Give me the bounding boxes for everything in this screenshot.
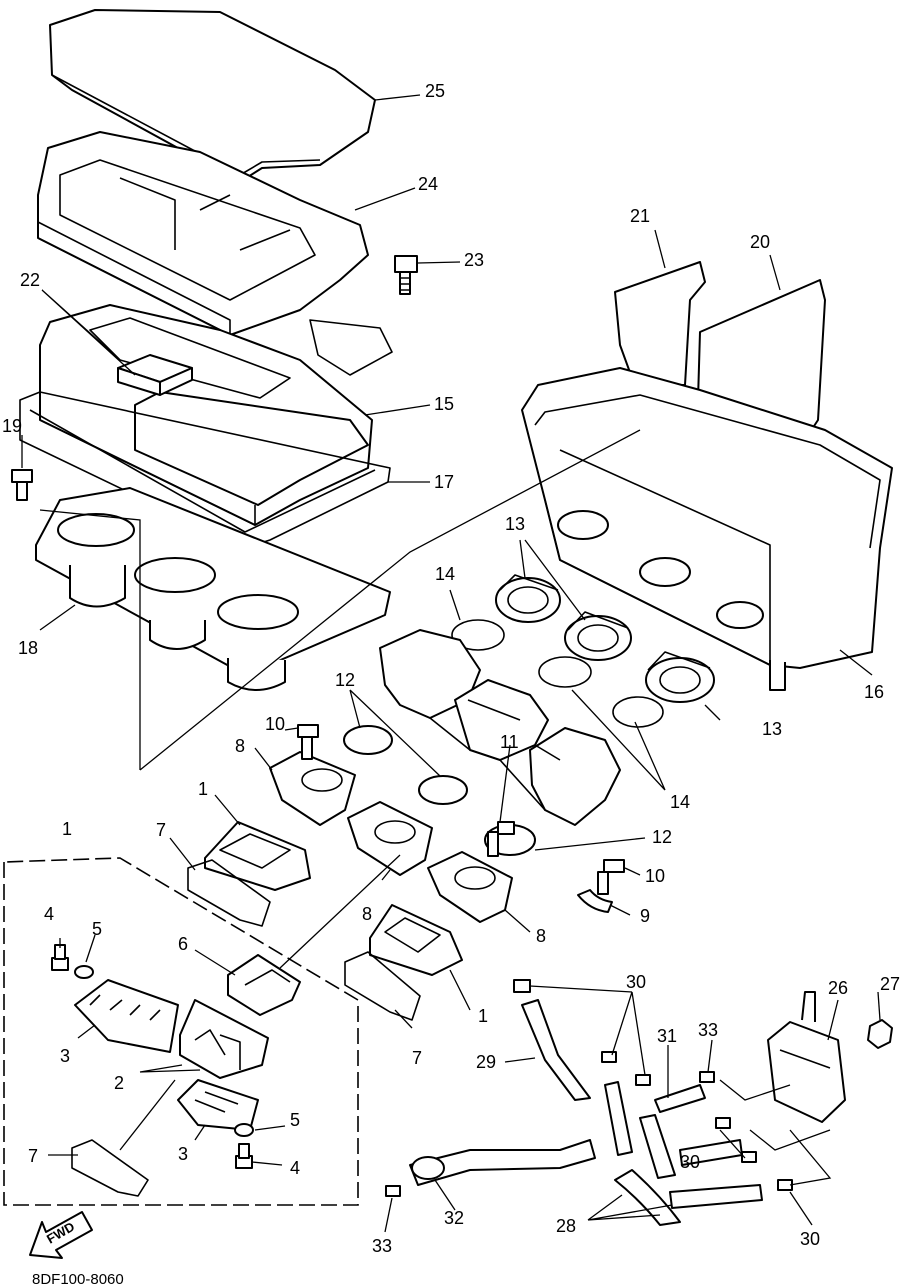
- part-28-hoses: [604, 1081, 763, 1226]
- callout-14-top: 14: [435, 564, 455, 584]
- part-33-clips: [385, 1071, 715, 1197]
- part-10-bolt-lower: [597, 859, 625, 895]
- callout-4-bottom: 4: [290, 1158, 300, 1178]
- callout-7-bottom: 7: [412, 1048, 422, 1068]
- callout-2: 2: [114, 1073, 124, 1093]
- callout-15: 15: [434, 394, 454, 414]
- callout-1-bottom: 1: [478, 1006, 488, 1026]
- carburetor-assembly: [379, 629, 621, 826]
- callout-5-bottom: 5: [290, 1110, 300, 1130]
- part-8-manifold-b: [347, 801, 433, 876]
- callout-13-top: 13: [505, 514, 525, 534]
- part-5-washer-upper: [74, 965, 94, 979]
- part-13-joint-a: [495, 574, 561, 623]
- callout-1-box: 1: [62, 819, 72, 839]
- part-24-filter-frame: [37, 131, 369, 336]
- part-25-cover: [49, 9, 376, 183]
- callout-26: 26: [828, 978, 848, 998]
- part-15-case-upper: [39, 304, 393, 526]
- part-2-reed-block: [179, 999, 269, 1079]
- subassembly-boundary: [3, 857, 359, 1206]
- part-17-gasket: [19, 391, 391, 549]
- callout-25: 25: [425, 81, 445, 101]
- part-31-hose: [654, 1084, 706, 1113]
- callout-7-box: 7: [28, 1146, 38, 1166]
- part-7-gasket-upper: [187, 859, 271, 927]
- callout-9: 9: [640, 906, 650, 926]
- part-4-screw-upper: [51, 944, 69, 971]
- callout-16: 16: [864, 682, 884, 702]
- callout-numbers: 25 24 23 22 21 20 15 17 19 18 16 13 13 1…: [2, 81, 900, 1256]
- callout-23: 23: [464, 250, 484, 270]
- callout-8-middle: 8: [362, 904, 372, 924]
- part-26-valve: [767, 991, 846, 1123]
- callout-3-top: 3: [60, 1046, 70, 1066]
- part-13-joint-c: [645, 651, 715, 703]
- forward-direction-arrow: FWD: [29, 1211, 93, 1259]
- part-29-hose: [521, 999, 591, 1101]
- callout-33-bottom: 33: [372, 1236, 392, 1256]
- callout-19: 19: [2, 416, 22, 436]
- part-8-manifold-c: [427, 851, 513, 923]
- callout-12-top: 12: [335, 670, 355, 690]
- callout-29: 29: [476, 1052, 496, 1072]
- part-19-screw: [11, 469, 33, 501]
- callout-21: 21: [630, 206, 650, 226]
- callout-22: 22: [20, 270, 40, 290]
- part-1-reed-valve-upper: [204, 821, 311, 891]
- callout-32: 32: [444, 1208, 464, 1228]
- callout-30-middle: 30: [680, 1152, 700, 1172]
- part-13-joint-b: [564, 611, 632, 661]
- callout-24: 24: [418, 174, 438, 194]
- callout-1-top: 1: [198, 779, 208, 799]
- part-22-filter-pads: [117, 354, 193, 396]
- part-8-manifold-a: [269, 751, 356, 826]
- callout-30-bottom: 30: [800, 1229, 820, 1249]
- callout-13-right: 13: [762, 719, 782, 739]
- callout-20: 20: [750, 232, 770, 252]
- part-3-reed-plate-lower: [177, 1079, 259, 1131]
- part-18-base-plate: [35, 487, 391, 691]
- part-6-stopper: [227, 954, 301, 1016]
- callout-6: 6: [178, 934, 188, 954]
- drawing-code: 8DF100-8060: [32, 1271, 124, 1287]
- callout-8-bottom: 8: [536, 926, 546, 946]
- callout-3-bottom: 3: [178, 1144, 188, 1164]
- callout-8-top: 8: [235, 736, 245, 756]
- leader-lines: [21, 94, 881, 1233]
- callout-31: 31: [657, 1026, 677, 1046]
- part-7-gasket-lower: [344, 951, 421, 1021]
- callout-17: 17: [434, 472, 454, 492]
- callout-30-top: 30: [626, 972, 646, 992]
- part-3-reed-plate-upper: [74, 979, 179, 1053]
- callout-28: 28: [556, 1216, 576, 1236]
- callout-14-bottom: 14: [670, 792, 690, 812]
- part-11-bolt: [487, 821, 515, 857]
- callout-10-right: 10: [645, 866, 665, 886]
- callout-18: 18: [18, 638, 38, 658]
- callout-7-top: 7: [156, 820, 166, 840]
- part-27-nut: [867, 1019, 893, 1049]
- part-5-washer-lower: [234, 1123, 254, 1137]
- callout-4-top: 4: [44, 904, 54, 924]
- part-1-reed-valve-lower: [369, 904, 463, 976]
- callout-12-right: 12: [652, 827, 672, 847]
- callout-10-top: 10: [265, 714, 285, 734]
- part-32-hose: [409, 1139, 596, 1186]
- callout-5-top: 5: [92, 919, 102, 939]
- callout-33-top: 33: [698, 1020, 718, 1040]
- part-7-gasket-box: [71, 1139, 149, 1197]
- callout-27: 27: [880, 974, 900, 994]
- part-14-clamps: [451, 619, 664, 728]
- part-23-bolt: [394, 255, 418, 295]
- part-9-clip: [577, 889, 613, 913]
- part-4-screw-lower: [235, 1143, 253, 1169]
- part-10-bolt-upper: [297, 724, 319, 760]
- callout-11: 11: [500, 732, 519, 752]
